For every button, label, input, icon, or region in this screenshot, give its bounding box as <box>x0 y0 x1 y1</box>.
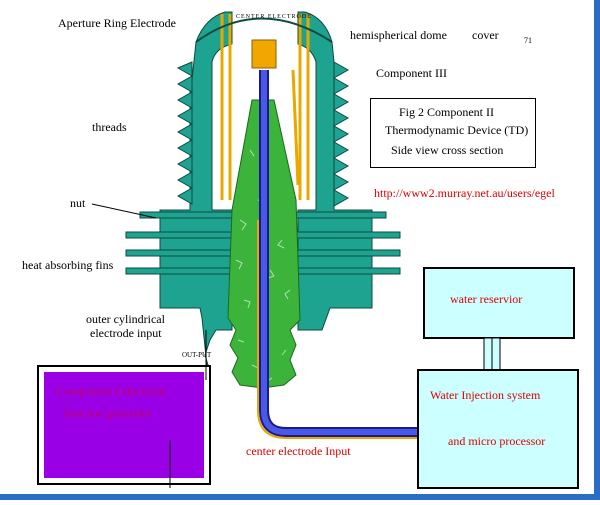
label-water-injection-2: and micro processor <box>448 434 546 448</box>
label-generator-2: function generator <box>64 406 153 420</box>
label-water-injection-1: Water Injection system <box>430 388 541 402</box>
label-nut: nut <box>70 196 86 210</box>
hemispherical-dome <box>195 17 333 43</box>
nut-arrow <box>91 203 157 219</box>
frame-border-bottom <box>0 494 600 500</box>
label-output: OUT-PUT <box>182 351 212 359</box>
page-mark: 71 <box>524 36 532 45</box>
label-water-reservoir: water reservior <box>450 292 523 306</box>
center-electrode-gold-edge <box>257 220 448 439</box>
label-generator-1: Component I electrical <box>56 384 166 398</box>
generator-box-fill <box>44 372 204 478</box>
threads-right <box>332 61 350 207</box>
label-cover: cover <box>472 28 499 42</box>
label-center-electrode-lettering: CENTER ELECTRODE <box>236 14 312 20</box>
caption-line-3: Side view cross section <box>391 143 504 157</box>
label-aperture-ring-electrode: Aperture Ring Electrode <box>58 16 176 30</box>
label-outer-cylindrical: outer cylindrical <box>86 312 165 326</box>
threads-left <box>176 61 194 205</box>
caption-line-2: Thermodynamic Device (TD) <box>385 123 529 137</box>
label-heat-absorbing-fins: heat absorbing fins <box>22 258 114 272</box>
label-center-electrode-input: center electrode Input <box>246 444 351 458</box>
label-hemispherical-dome: hemispherical dome <box>350 28 447 42</box>
caption-line-1: Fig 2 Component II <box>399 105 494 119</box>
caption-box: Fig 2 Component II Thermodynamic Device … <box>370 98 536 168</box>
url-link[interactable]: http://www2.murray.net.au/users/egel <box>374 186 555 200</box>
label-component-iii: Component III <box>376 66 447 80</box>
label-electrode-input: electrode input <box>90 326 162 340</box>
water-injection-box <box>417 369 579 489</box>
gold-rods <box>220 14 310 200</box>
frame-border-right <box>594 0 600 500</box>
center-electrode-core <box>261 70 448 435</box>
label-threads: threads <box>92 120 127 134</box>
electrode-cap <box>251 39 277 69</box>
